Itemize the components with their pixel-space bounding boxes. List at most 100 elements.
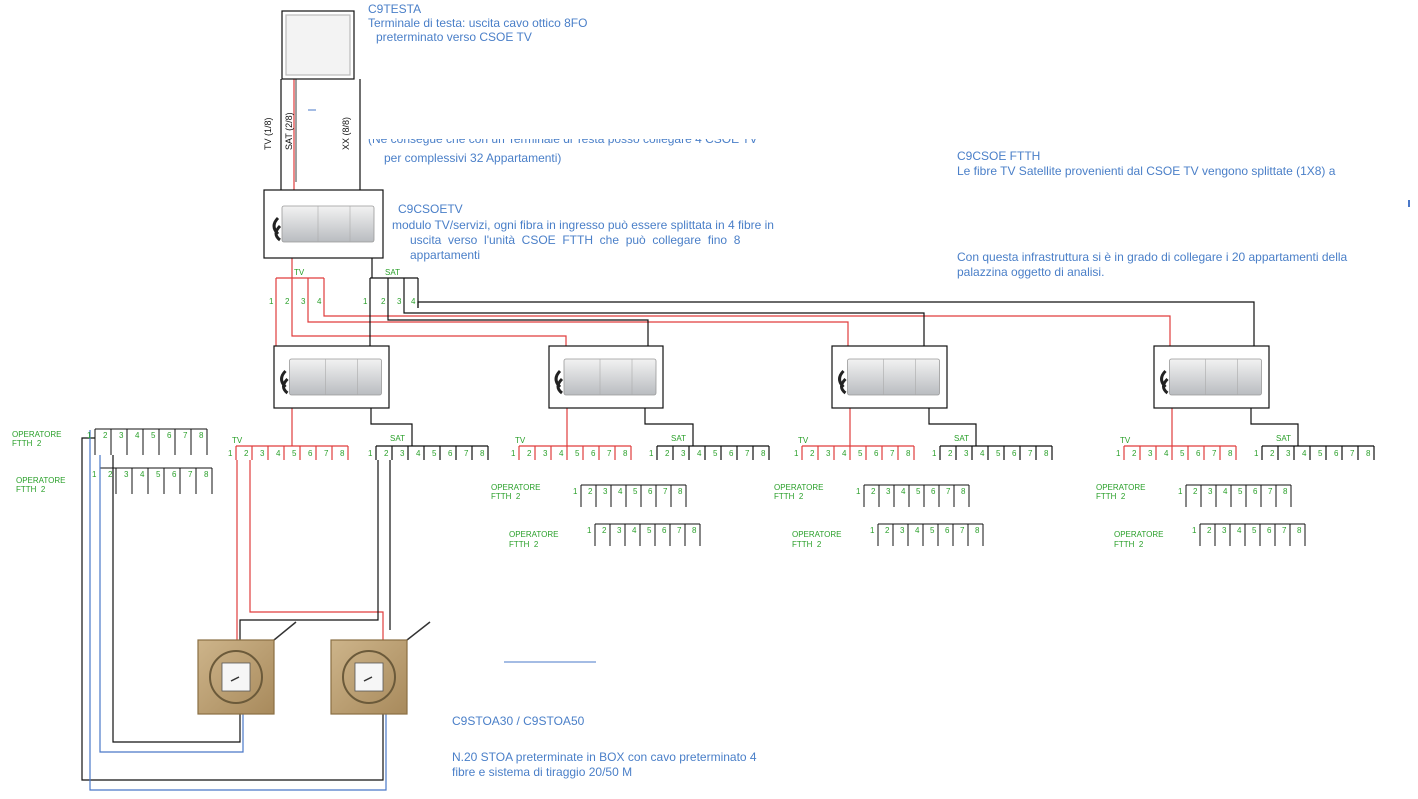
ftth-1-tv-comb-num-2: 2 <box>244 449 248 458</box>
ftth-2-tv-comb-num-3: 3 <box>543 449 547 458</box>
left-op2-num-6: 6 <box>172 470 176 479</box>
ftth-1-tv-comb-num-7: 7 <box>324 449 328 458</box>
ftth-3-op1-num-2: 2 <box>871 487 875 496</box>
ftth-3-tv-comb-num-6: 6 <box>874 449 878 458</box>
ftth-3-op1-num-1: 1 <box>856 487 860 496</box>
ftth-3-sat-comb-num-5: 5 <box>996 449 1000 458</box>
stoa-2-loop-black <box>82 438 383 780</box>
ftth-4-tv-comb-num-8: 8 <box>1228 449 1232 458</box>
left-op2-num-3: 3 <box>124 470 128 479</box>
ftth-2-op2-num-4: 4 <box>632 526 636 535</box>
left-op1-num-8: 8 <box>199 431 203 440</box>
csoetv-sat-num-3: 3 <box>397 297 401 306</box>
csoetv-tv-label: TV <box>294 268 304 277</box>
ftth-3-op1-num-5: 5 <box>916 487 920 496</box>
head-terminal-icon <box>286 15 350 75</box>
testa-title: C9TESTA <box>368 2 421 17</box>
ftth-1-sat-label: SAT <box>390 434 405 443</box>
ftth-2-op1-label-b: FTTH 2 <box>491 492 520 501</box>
ftth-2-op2-num-8: 8 <box>692 526 696 535</box>
ftth-4-sat-comb-num-4: 4 <box>1302 449 1306 458</box>
ftth-4-sat-label: SAT <box>1276 434 1291 443</box>
ftth-2-sat-label: SAT <box>671 434 686 443</box>
ftth-1-sat-comb-num-1: 1 <box>368 449 372 458</box>
note-partial-line: (Ne consegue che con un Terminale di Tes… <box>368 139 758 147</box>
ftth-4-sat-comb-num-1: 1 <box>1254 449 1258 458</box>
ftth-desc: Le fibre TV Satellite provenienti dal CS… <box>957 164 1418 179</box>
ftth-1-tv-comb-num-8: 8 <box>340 449 344 458</box>
left-op2-num-7: 7 <box>188 470 192 479</box>
ftth-3-tv-comb-num-5: 5 <box>858 449 862 458</box>
ftth-4-op2-num-5: 5 <box>1252 526 1256 535</box>
ftth-4-op2-num-1: 1 <box>1192 526 1196 535</box>
ftth-2-op2-num-2: 2 <box>602 526 606 535</box>
ftth-2-op1-num-4: 4 <box>618 487 622 496</box>
csoetv-tv-num-2: 2 <box>285 297 289 306</box>
left-op1-num-3: 3 <box>119 431 123 440</box>
ftth-module-icon-4 <box>1162 359 1262 395</box>
left-op2-num-2: 2 <box>108 470 112 479</box>
stoa-1-sat <box>240 460 378 640</box>
ftth-4-op1-label-b: FTTH 2 <box>1096 492 1125 501</box>
ftth-3-sat-comb-num-2: 2 <box>948 449 952 458</box>
ftth-3-tv-comb-num-3: 3 <box>826 449 830 458</box>
ftth-2-sat-comb-num-1: 1 <box>649 449 653 458</box>
stoa-2-loop-blue <box>90 430 386 790</box>
route-sat-3 <box>404 308 924 346</box>
ftth-2-tv-comb-num-4: 4 <box>559 449 563 458</box>
ftth-2-op2-num-6: 6 <box>662 526 666 535</box>
ftth-2-tv-comb-num-2: 2 <box>527 449 531 458</box>
ftth-4-op1-num-7: 7 <box>1268 487 1272 496</box>
left-op2-num-1: 1 <box>92 470 96 479</box>
ftth-2-op1-num-2: 2 <box>588 487 592 496</box>
route-sat-4 <box>418 302 1254 346</box>
ftth-2-sat-comb-num-3: 3 <box>681 449 685 458</box>
csoetv-desc-1: modulo TV/servizi, ogni fibra in ingress… <box>392 218 774 233</box>
route-sat-2 <box>388 308 648 346</box>
ftth-4-op1-num-6: 6 <box>1253 487 1257 496</box>
ftth-3-sat-comb-num-7: 7 <box>1028 449 1032 458</box>
ftth-4-op2-num-6: 6 <box>1267 526 1271 535</box>
ftth-4-tv-comb-num-5: 5 <box>1180 449 1184 458</box>
ftth-3-op1-num-8: 8 <box>961 487 965 496</box>
ftth-3-op2-label-b: FTTH 2 <box>792 540 821 549</box>
csoetv-tv-num-4: 4 <box>317 297 321 306</box>
left-op1-label-b: FTTH 2 <box>12 439 41 448</box>
ftth-2-op2-num-7: 7 <box>677 526 681 535</box>
ftth-4-sat-comb-num-6: 6 <box>1334 449 1338 458</box>
ftth-2-op1-num-7: 7 <box>663 487 667 496</box>
left-op2-num-5: 5 <box>156 470 160 479</box>
csoetv-sat-num-2: 2 <box>381 297 385 306</box>
ftth-module-icon-3 <box>840 359 940 395</box>
ftth-2-op2-num-3: 3 <box>617 526 621 535</box>
note-line-2: per complessivi 32 Appartamenti) <box>384 151 561 166</box>
ftth-2-tv-comb-num-6: 6 <box>591 449 595 458</box>
left-op2-num-8: 8 <box>204 470 208 479</box>
ftth-3-tv-comb-num-2: 2 <box>810 449 814 458</box>
ftth-3-op2-num-6: 6 <box>945 526 949 535</box>
ftth-2-tv-comb-num-5: 5 <box>575 449 579 458</box>
csoetv-sat-num-1: 1 <box>363 297 367 306</box>
ftth-2-op2-label-a: OPERATORE <box>509 530 559 539</box>
ftth-2-sat-comb-num-6: 6 <box>729 449 733 458</box>
left-op1-label-a: OPERATORE <box>12 430 62 439</box>
ftth-1-tv-comb-num-6: 6 <box>308 449 312 458</box>
csoetv-tv-num-1: 1 <box>269 297 273 306</box>
ftth-2-op1-num-5: 5 <box>633 487 637 496</box>
ftth-3-sat-comb-num-3: 3 <box>964 449 968 458</box>
csoetv-desc-2: uscita verso l'unità CSOE FTTH che può c… <box>410 233 740 248</box>
stoa-2-tv <box>250 460 383 640</box>
ftth-4-sat-comb-num-2: 2 <box>1270 449 1274 458</box>
ftth-3-sat-comb-num-1: 1 <box>932 449 936 458</box>
ftth-4-sat-comb-num-7: 7 <box>1350 449 1354 458</box>
ftth-4-op1-num-2: 2 <box>1193 487 1197 496</box>
ftth-1-sat-comb-num-6: 6 <box>448 449 452 458</box>
ftth-1-tv-comb-num-4: 4 <box>276 449 280 458</box>
ftth-4-sat-comb-num-5: 5 <box>1318 449 1322 458</box>
csoetv-sat-label: SAT <box>385 268 400 277</box>
ftth-3-tv-comb-num-1: 1 <box>794 449 798 458</box>
ftth-2-op1-num-1: 1 <box>573 487 577 496</box>
ftth-1-sat-comb-num-5: 5 <box>432 449 436 458</box>
ftth-4-op1-num-3: 3 <box>1208 487 1212 496</box>
ftth-2-sat-comb-num-4: 4 <box>697 449 701 458</box>
